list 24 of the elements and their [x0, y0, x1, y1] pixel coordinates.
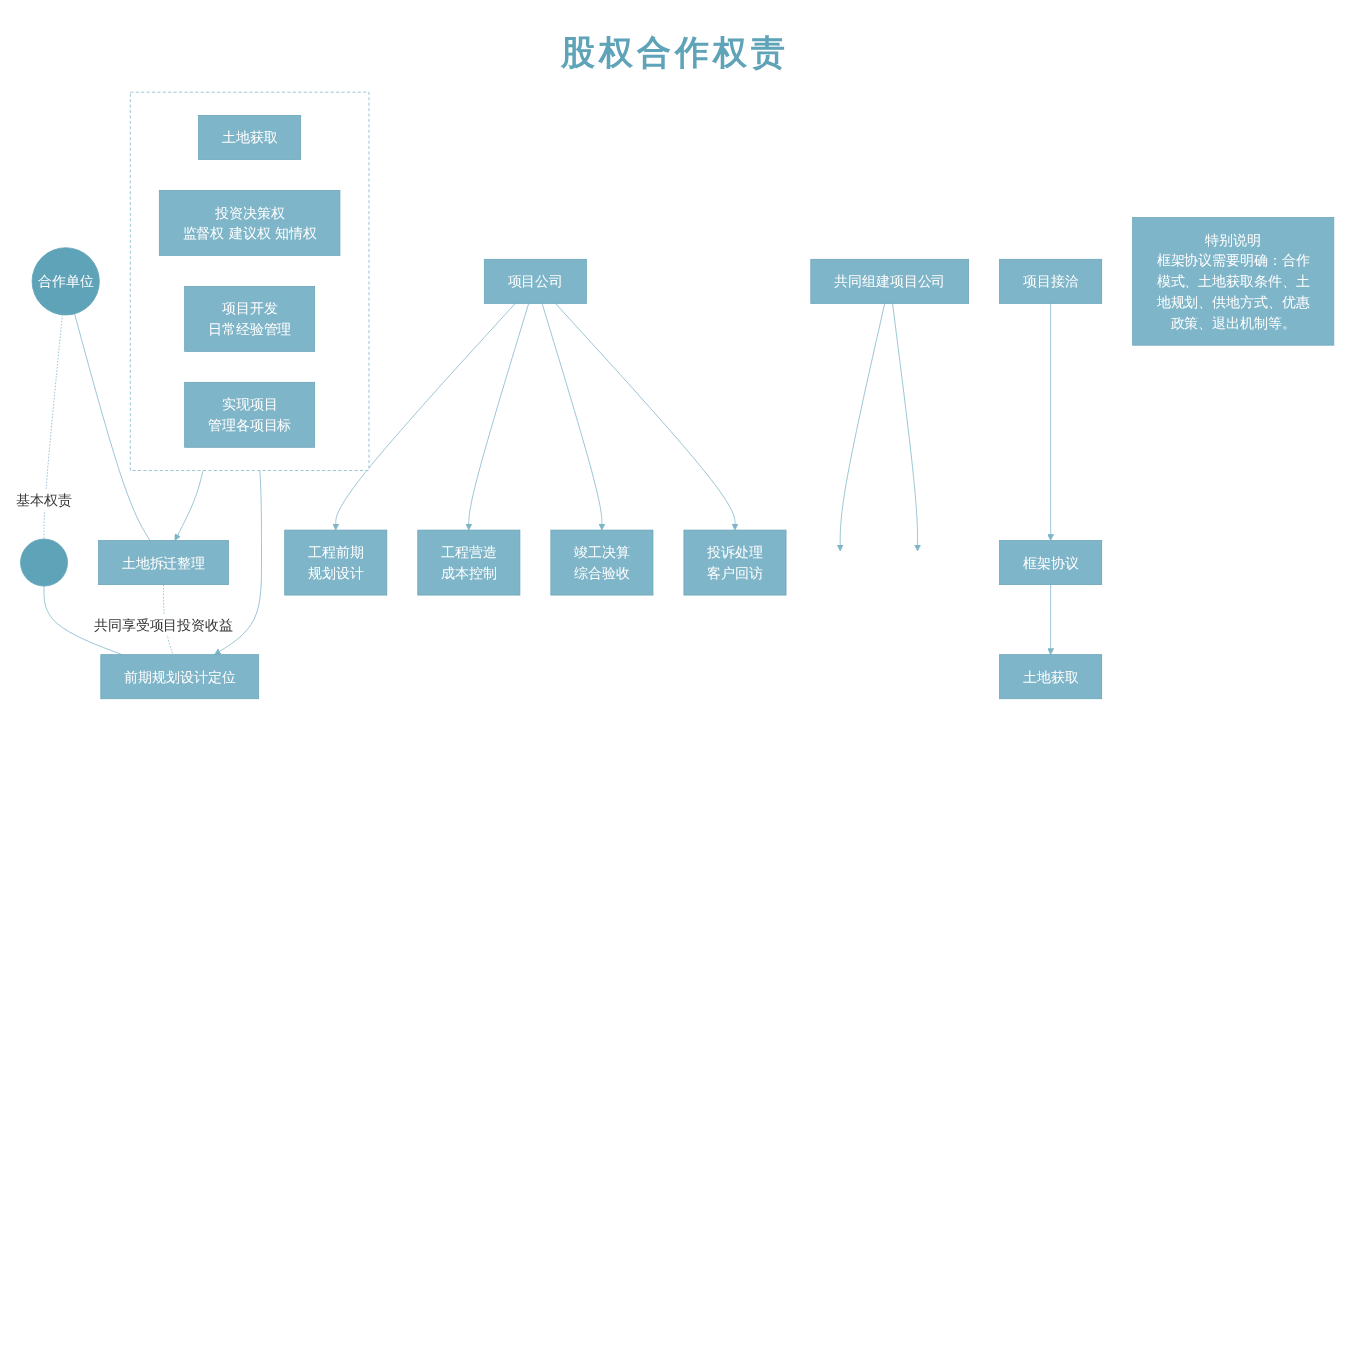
- node-circle: [20, 538, 68, 587]
- node-box: 投诉处理 客户回访: [683, 529, 787, 596]
- connector: [163, 584, 174, 656]
- node-box: 框架协议: [999, 540, 1103, 585]
- node-box: 工程前期 规划设计: [284, 529, 388, 596]
- node-box: 投资决策权 监督权 建议权 知情权: [158, 190, 341, 256]
- edge-label: 基本权责: [16, 492, 72, 509]
- node-box: 共同组建项目公司: [810, 258, 969, 304]
- node-box: 土地拆迁整理: [98, 540, 229, 585]
- node-box: 土地获取: [198, 115, 302, 160]
- node-box: 项目公司: [483, 258, 587, 304]
- connector: [74, 313, 151, 541]
- cluster: [129, 91, 370, 471]
- node-circle: 合作单位: [31, 247, 100, 316]
- node-box: 特别说明 框架协议需要明确：合作模式、土地获取条件、土地规划、供地方式、优惠政策、退出机制等。: [1132, 217, 1335, 346]
- node-box: 项目接洽: [999, 258, 1103, 304]
- edge-label: 共同享受项目投资收益: [93, 616, 234, 633]
- diagram-title: 股权合作权责: [559, 31, 790, 74]
- node-box: 工程营造 成本控制: [417, 529, 521, 596]
- node-box: 前期规划设计定位: [100, 654, 260, 700]
- node-box: 项目开发 日常经验管理: [184, 286, 315, 352]
- node-box: 土地获取: [999, 654, 1103, 700]
- node-box: 实现项目 管理各项目标: [184, 381, 315, 448]
- node-box: 竣工决算 综合验收: [550, 529, 654, 596]
